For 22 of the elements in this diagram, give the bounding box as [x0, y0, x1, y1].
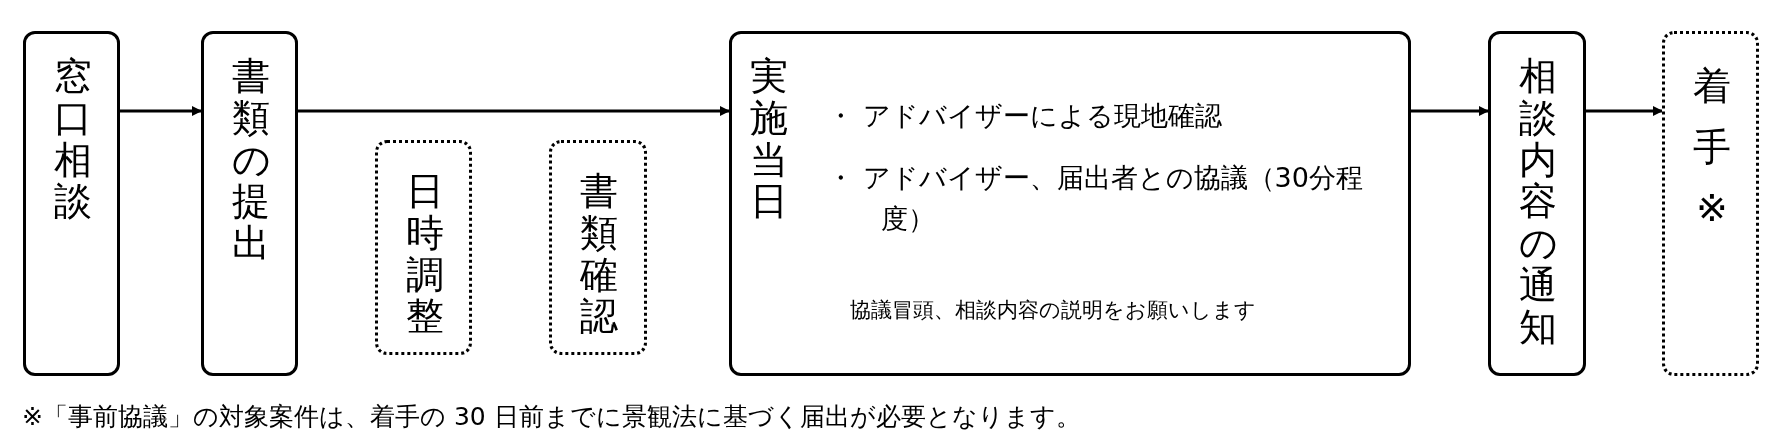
step-label: 窓口相談	[54, 56, 92, 224]
note-text: 協議冒頭、相談内容の説明をお願いします	[850, 297, 1256, 324]
process-box	[201, 31, 298, 376]
step-label: 実施当日	[750, 56, 788, 224]
step-label: 日時調整	[406, 171, 444, 339]
footnote: ※「事前協議」の対象案件は、着手の 30 日前までに景観法に基づく届出が必要となります。	[22, 401, 1081, 433]
arrow	[1586, 106, 1663, 116]
bullet-item: ・ アドバイザーによる現地確認	[827, 99, 1223, 133]
goal-box	[1662, 31, 1759, 376]
step-label: 着手※	[1693, 63, 1731, 232]
arrow	[1411, 106, 1489, 116]
process-box	[729, 31, 1411, 376]
bullet-item: ・ アドバイザー、届出者との協議（30分程度）	[827, 161, 1364, 236]
process-box	[1488, 31, 1586, 376]
arrow	[120, 106, 202, 116]
step-label: 書類確認	[580, 171, 618, 339]
substep-box	[549, 140, 647, 355]
arrow	[298, 106, 730, 116]
step-label: 書類の提出	[232, 56, 270, 265]
substep-box	[375, 140, 472, 355]
step-label: 相談内容の通知	[1519, 56, 1557, 349]
process-box	[23, 31, 120, 376]
